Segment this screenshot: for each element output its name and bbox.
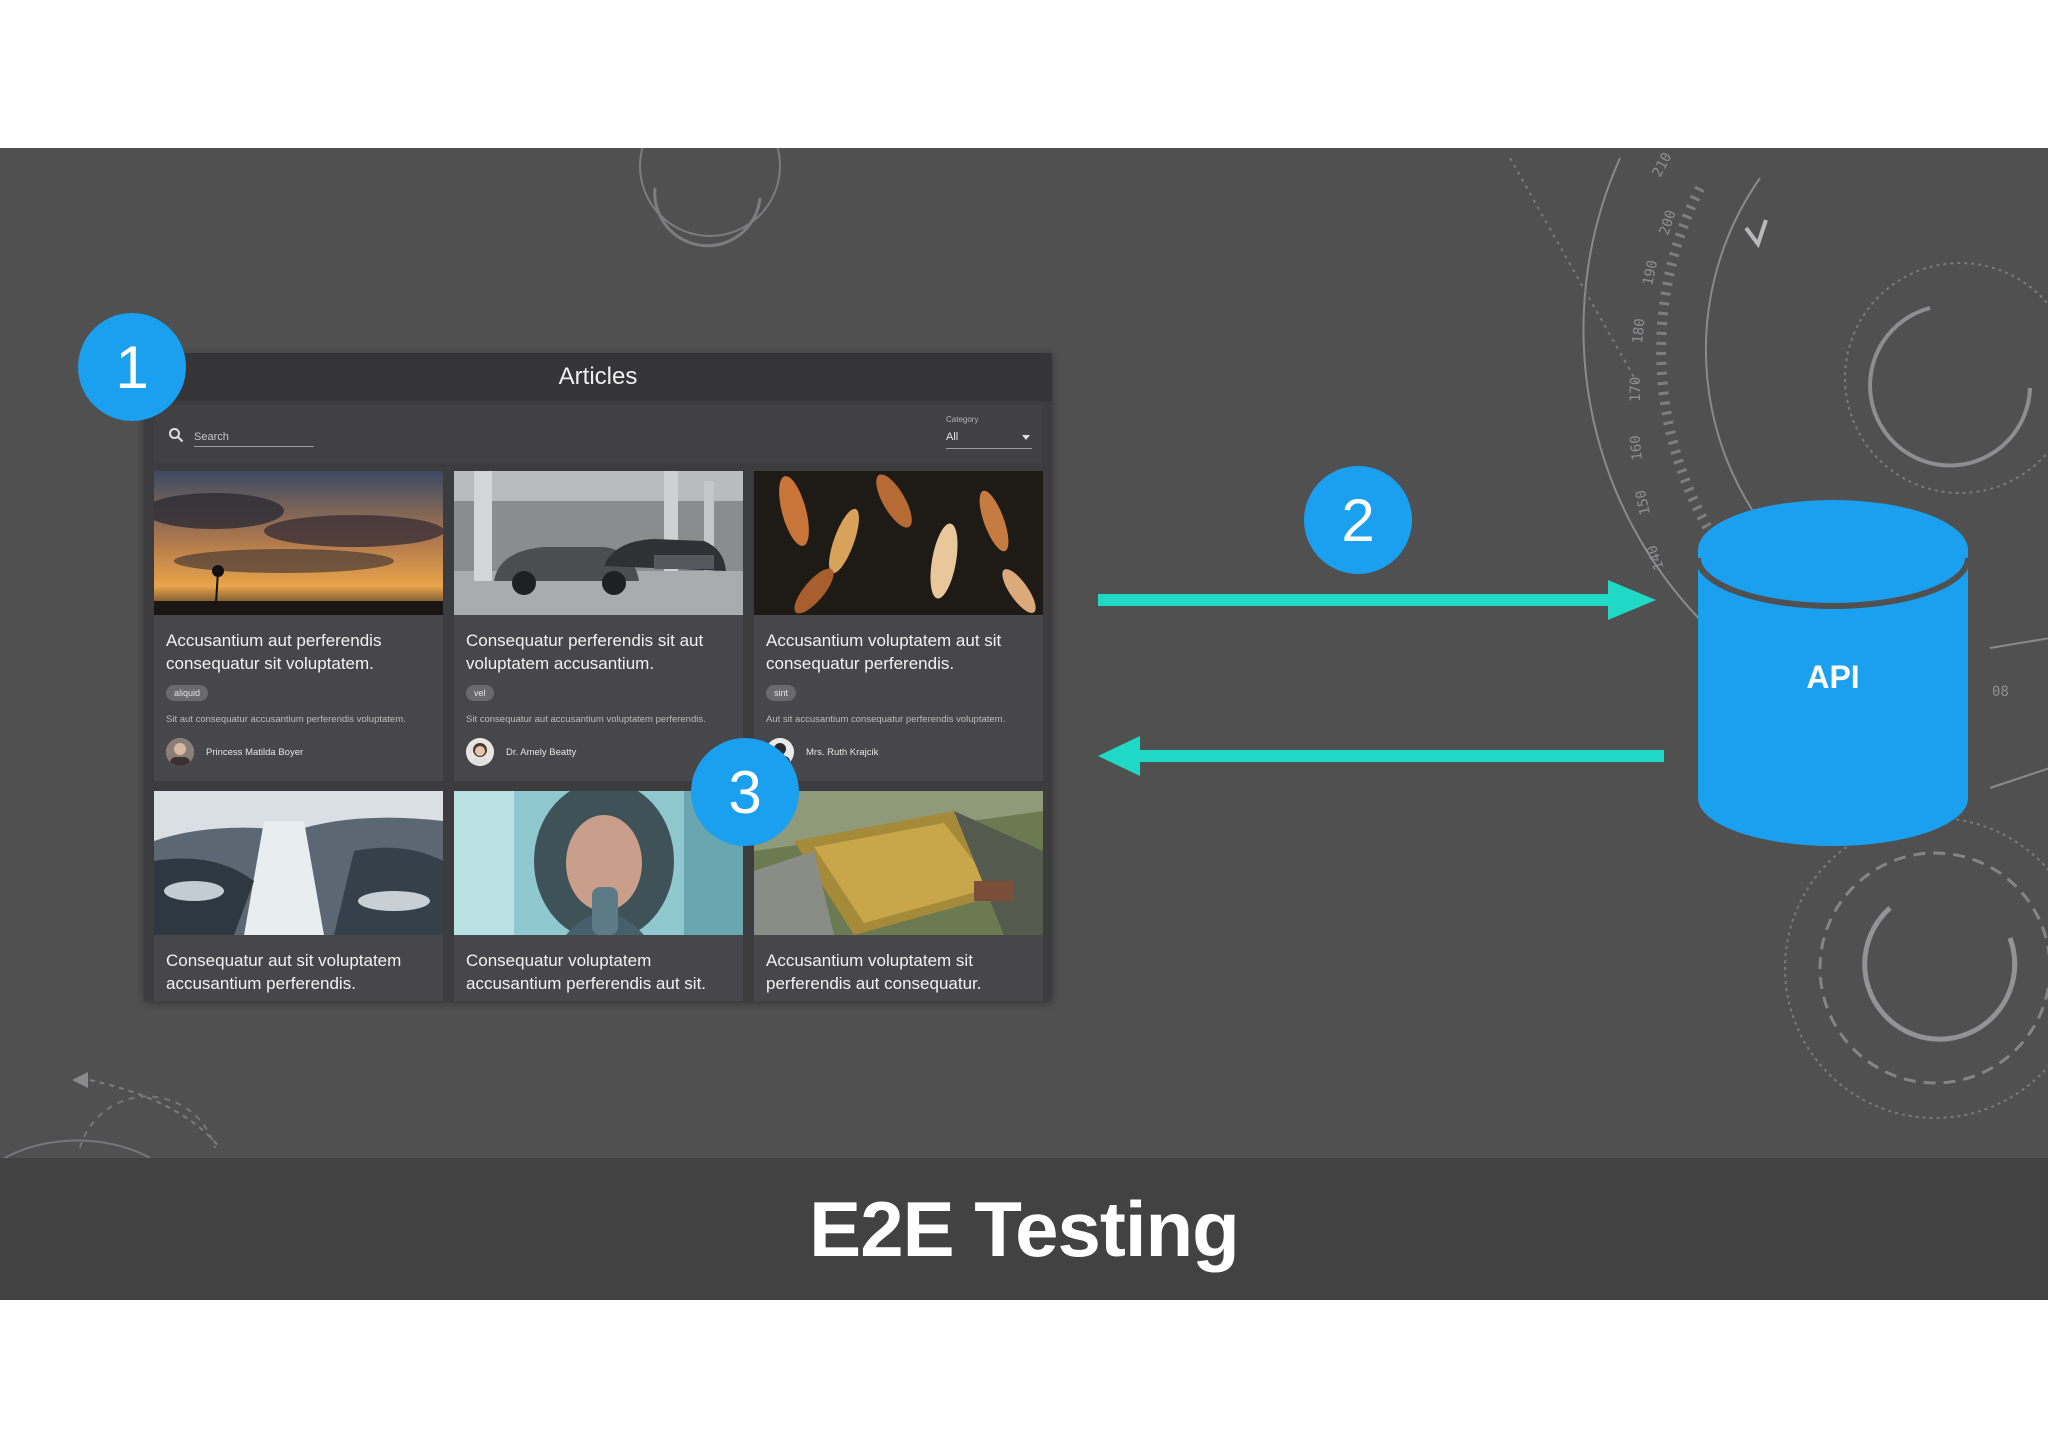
- search-field: [194, 423, 314, 447]
- api-database: API: [1696, 500, 1970, 846]
- step-badge-3: 3: [691, 738, 799, 846]
- app-header: Articles: [144, 353, 1052, 401]
- article-tag: sint: [766, 685, 797, 701]
- article-author: Princess Matilda Boyer: [206, 747, 304, 758]
- article-title: Accusantium aut perferendis consequatur …: [166, 631, 382, 673]
- dial-number: 150: [1633, 488, 1654, 516]
- article-image-koi-fish: [754, 471, 1043, 615]
- dial-number: 190: [1640, 259, 1661, 287]
- article-card[interactable]: Consequatur perferendis sit aut voluptat…: [454, 471, 743, 781]
- category-select[interactable]: Category All: [946, 415, 1032, 449]
- footer-band: E2E Testing: [0, 1158, 2048, 1300]
- article-card[interactable]: Consequatur voluptatem accusantium perfe…: [454, 791, 743, 1001]
- slide: 210 200 190 180 170 160 150 140 08 Artic…: [0, 148, 2048, 1300]
- article-title: Accusantium voluptatem aut sit consequat…: [766, 631, 1002, 673]
- article-description: Sit consequatur aut accusantium voluptat…: [466, 714, 706, 725]
- dial-number: 170: [1628, 377, 1644, 402]
- chevron-down-icon: [1022, 435, 1030, 440]
- article-description: Sit aut consequatur accusantium perferen…: [166, 714, 406, 725]
- article-title: Consequatur aut sit voluptatem accusanti…: [166, 951, 402, 993]
- article-image-waterfall: [154, 791, 443, 935]
- article-tag: aliquid: [166, 685, 209, 701]
- article-card[interactable]: Accusantium aut perferendis consequatur …: [154, 471, 443, 781]
- step-badge-2: 2: [1304, 466, 1412, 574]
- search-input[interactable]: [194, 423, 314, 445]
- filter-toolbar: Category All: [154, 405, 1042, 463]
- avatar: [166, 738, 194, 766]
- step-badge-1: 1: [78, 313, 186, 421]
- article-card[interactable]: Accusantium voluptatem aut sit consequat…: [754, 471, 1043, 781]
- search-icon: [169, 428, 184, 443]
- dial-number: 160: [1627, 434, 1646, 461]
- avatar: [466, 738, 494, 766]
- dial-number: 210: [1649, 150, 1675, 180]
- category-label: Category: [946, 415, 979, 424]
- article-author: Dr. Amely Beatty: [506, 747, 577, 758]
- article-image-sunset: [154, 471, 443, 615]
- article-description: Aut sit accusantium consequatur perferen…: [766, 714, 1006, 725]
- article-card[interactable]: Consequatur aut sit voluptatem accusanti…: [154, 791, 443, 1001]
- dial-number: 180: [1630, 318, 1649, 345]
- dial-number: 200: [1657, 208, 1680, 237]
- article-image-construction-site: [754, 791, 1043, 935]
- api-label: API: [1806, 659, 1859, 695]
- article-title: Consequatur voluptatem accusantium perfe…: [466, 951, 707, 993]
- article-image-woman-portrait: [454, 791, 743, 935]
- article-title: Consequatur perferendis sit aut voluptat…: [466, 631, 704, 673]
- dial-number: 08: [1992, 684, 2009, 700]
- article-image-parking-garage: [454, 471, 743, 615]
- app-title: Articles: [558, 363, 638, 390]
- article-title: Accusantium voluptatem sit perferendis a…: [766, 951, 982, 993]
- category-value: All: [946, 431, 959, 443]
- request-arrow: [1098, 580, 1656, 620]
- slide-title: E2E Testing: [809, 1184, 1240, 1273]
- response-arrow: [1098, 736, 1664, 776]
- article-tag: vel: [466, 685, 494, 701]
- article-author: Mrs. Ruth Krajcik: [806, 747, 879, 758]
- article-card[interactable]: Accusantium voluptatem sit perferendis a…: [754, 791, 1043, 1001]
- request-response-arrows: [1098, 580, 1664, 776]
- articles-app-screenshot: Articles Category All: [144, 353, 1052, 1001]
